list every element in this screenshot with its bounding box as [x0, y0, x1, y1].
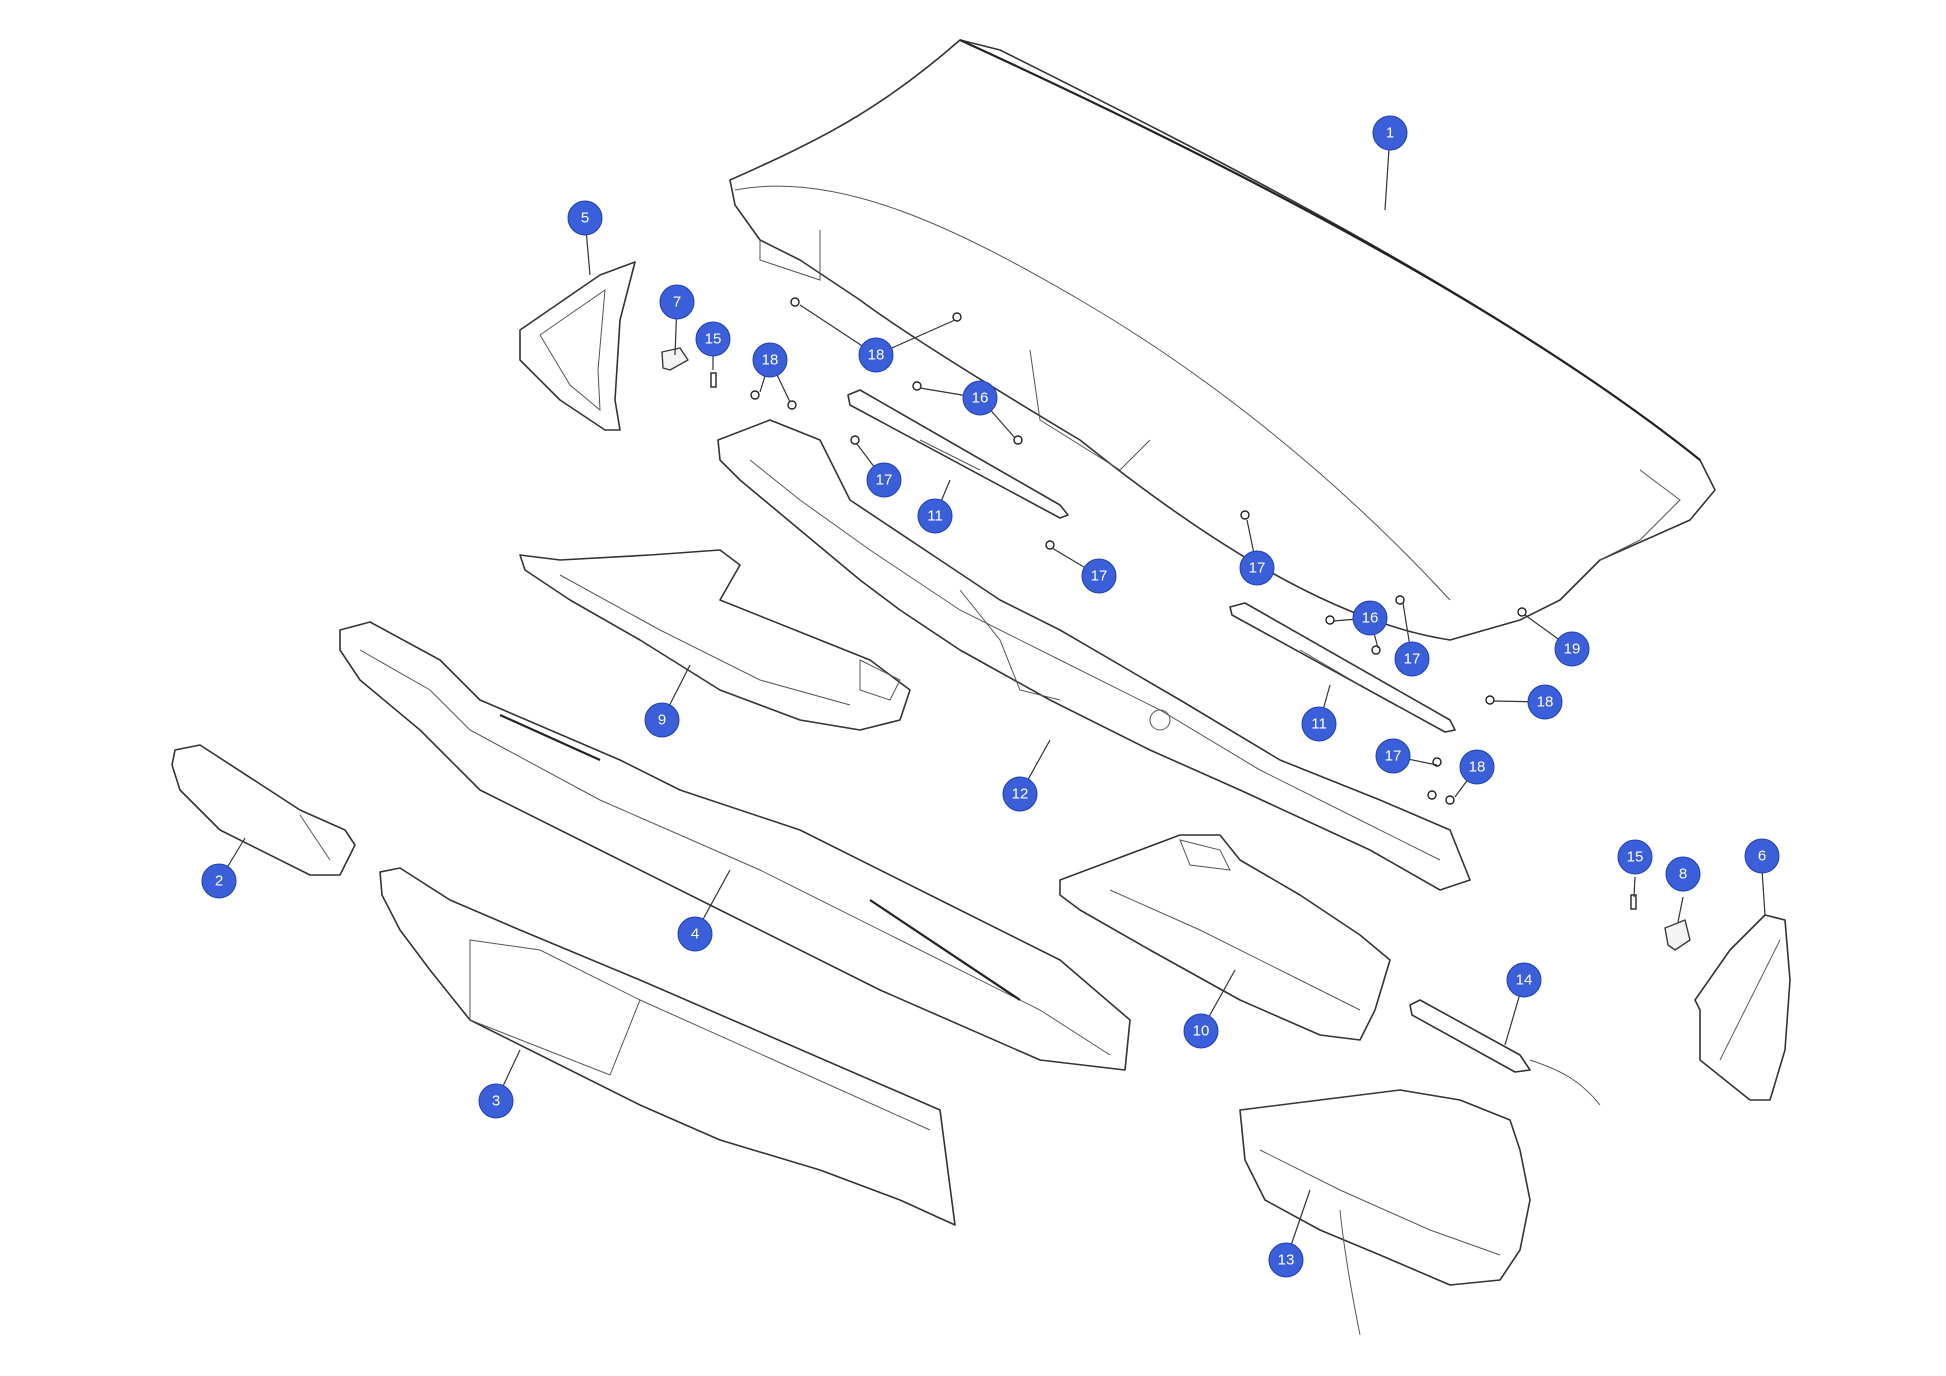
part-16-fastener [1371, 645, 1381, 655]
part-3-lower-panel [379, 867, 956, 1226]
part-11-lower-bracket [1229, 602, 1456, 733]
callout-16b: 16 [1352, 600, 1388, 636]
part-2-left-vent-trim [171, 744, 356, 876]
svg-text:8: 8 [1679, 866, 1687, 883]
part-18-fastener [787, 400, 797, 410]
part-17-fastener [850, 435, 860, 445]
part-19-fastener [1517, 607, 1527, 617]
part-18-fastener [790, 297, 800, 307]
part-5-left-end-trim [519, 261, 636, 431]
svg-text:10: 10 [1193, 1023, 1210, 1040]
part-17-fastener [1045, 540, 1055, 550]
callout-17c: 17 [1239, 550, 1275, 586]
callout-17b: 17 [1081, 558, 1117, 594]
callout-9: 9 [644, 702, 680, 738]
svg-text:17: 17 [1249, 560, 1266, 577]
part-18-fastener [1485, 695, 1495, 705]
svg-text:16: 16 [1362, 610, 1379, 627]
svg-text:18: 18 [762, 352, 779, 369]
part-15-screw [1630, 894, 1637, 910]
part-12-cross-car-beam [717, 419, 1471, 891]
svg-text:19: 19 [1564, 641, 1581, 658]
callout-10: 10 [1183, 1013, 1219, 1049]
part-17-fastener [1395, 595, 1405, 605]
fasteners [750, 297, 1527, 805]
callout-12: 12 [1002, 776, 1038, 812]
svg-text:15: 15 [705, 331, 722, 348]
part-10-right-support-bracket [1059, 834, 1391, 1041]
callout-18a: 18 [752, 342, 788, 378]
svg-text:17: 17 [1385, 748, 1402, 765]
callout-13: 13 [1268, 1242, 1304, 1278]
part-17-fastener [1240, 510, 1250, 520]
callout-17d: 17 [1394, 641, 1430, 677]
part-8-clip [1664, 919, 1691, 951]
callout-14: 14 [1506, 962, 1542, 998]
callout-5: 5 [567, 200, 603, 236]
part-18-fastener [1427, 790, 1437, 800]
part-7-clip [661, 347, 689, 371]
svg-text:17: 17 [1091, 568, 1108, 585]
callout-2: 2 [201, 863, 237, 899]
part-14-harness-bracket [1409, 999, 1601, 1106]
callout-16a: 16 [962, 380, 998, 416]
svg-text:13: 13 [1278, 1252, 1295, 1269]
callout-15a: 15 [695, 321, 731, 357]
svg-text:6: 6 [1758, 848, 1766, 865]
svg-text:18: 18 [1537, 694, 1554, 711]
svg-text:2: 2 [215, 873, 223, 890]
svg-text:17: 17 [876, 472, 893, 489]
callout-18c: 18 [1527, 684, 1563, 720]
callout-11a: 11 [917, 498, 953, 534]
callout-19: 19 [1554, 631, 1590, 667]
svg-text:18: 18 [1469, 759, 1486, 776]
part-18-fastener [750, 390, 760, 400]
callout-18b: 18 [858, 337, 894, 373]
callout-17a: 17 [866, 462, 902, 498]
part-6-right-end-trim [1694, 914, 1791, 1101]
callout-7: 7 [659, 284, 695, 320]
svg-text:16: 16 [972, 390, 989, 407]
svg-text:14: 14 [1516, 972, 1533, 989]
part-15-screw [710, 372, 717, 388]
part-16-fastener [912, 381, 922, 391]
callout-1: 1 [1372, 115, 1408, 151]
part-18-fastener [1445, 795, 1455, 805]
callout-4: 4 [677, 916, 713, 952]
svg-text:11: 11 [1311, 716, 1327, 733]
svg-text:17: 17 [1404, 651, 1421, 668]
svg-text:9: 9 [658, 712, 666, 729]
svg-text:15: 15 [1627, 849, 1644, 866]
svg-text:4: 4 [691, 926, 699, 943]
part-9-left-support-bracket [519, 549, 911, 731]
callout-15b: 15 [1617, 839, 1653, 875]
part-16-fastener [1013, 435, 1023, 445]
svg-text:5: 5 [581, 210, 589, 227]
part-18-fastener [952, 312, 962, 322]
svg-text:18: 18 [868, 347, 885, 364]
callout-3: 3 [478, 1083, 514, 1119]
callout-8: 8 [1665, 856, 1701, 892]
callout-17e: 17 [1375, 738, 1411, 774]
part-11-upper-bracket [847, 389, 1069, 519]
part-1-upper-dash-panel [729, 39, 1716, 641]
callout-18d: 18 [1459, 749, 1495, 785]
svg-text:3: 3 [492, 1093, 500, 1110]
svg-text:12: 12 [1012, 786, 1029, 803]
part-13-glove-box [1239, 1089, 1531, 1336]
svg-text:7: 7 [673, 294, 681, 311]
svg-text:1: 1 [1386, 125, 1394, 142]
svg-text:11: 11 [927, 508, 943, 525]
part-4-center-trim-strip [339, 621, 1131, 1071]
callout-6: 6 [1744, 838, 1780, 874]
part-16-fastener [1325, 615, 1335, 625]
callout-11b: 11 [1301, 706, 1337, 742]
